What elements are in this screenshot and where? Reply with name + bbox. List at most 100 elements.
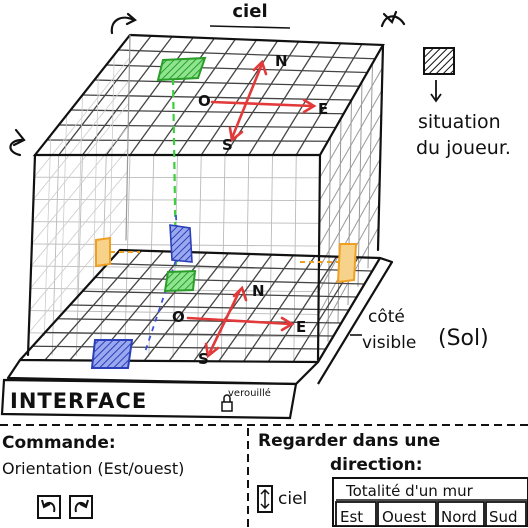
grid-line (30, 171, 128, 289)
grid-line (33, 57, 130, 178)
dir-button-ouest[interactable]: Ouest (377, 501, 437, 527)
blue-dashed-line (144, 259, 177, 353)
back-left-edge (125, 34, 131, 241)
grid-line (32, 345, 326, 350)
compass-bottom-ns-line (208, 288, 242, 354)
grid-line (60, 114, 68, 317)
back-right-edge (376, 43, 385, 252)
legend-arrow-head-icon (430, 93, 442, 103)
grid-line (82, 94, 352, 101)
blue-marker-floor-icon (90, 339, 134, 369)
compass-top-ns-line (230, 62, 264, 140)
grid-line (58, 124, 336, 129)
interface-sub: verouillé (228, 387, 271, 399)
blue-marker-wall-icon (169, 224, 193, 263)
dir-button-nord[interactable]: Nord (437, 501, 485, 527)
grid-line (82, 290, 357, 298)
grid-line (318, 158, 381, 270)
grid-line (293, 154, 297, 360)
ciel-button[interactable] (257, 485, 273, 513)
legend-joueur: du joueur. (416, 137, 511, 159)
commands-heading: Commande: (2, 433, 116, 453)
top-label-ciel: ciel (232, 1, 267, 22)
grid-line (367, 63, 373, 269)
cube-edges (26, 33, 385, 362)
grid-line (106, 64, 368, 74)
rotate-arrow-left-icon (110, 12, 137, 35)
compass-top-e: E (318, 100, 328, 118)
grid-line (43, 134, 52, 336)
player-marker-floor-icon (163, 269, 197, 293)
grid-line (94, 79, 360, 87)
grid-line (107, 263, 373, 272)
interface-title: INTERFACE (10, 389, 147, 413)
grid-line (57, 318, 342, 324)
grid-line (46, 139, 328, 142)
grid-line (196, 154, 202, 358)
grid-line (70, 109, 344, 115)
dir-button-sud[interactable]: Sud (485, 501, 527, 527)
compass-bottom-n: N (252, 282, 265, 300)
legend-situation: situation (418, 111, 501, 133)
compass-top-ew-line (210, 100, 314, 108)
compass-bottom-o: O (172, 308, 185, 326)
front-left-edge (26, 153, 37, 357)
grid-line (29, 194, 128, 311)
grid-line (318, 181, 381, 292)
grid-line (337, 118, 342, 324)
compass-top-n: N (275, 52, 288, 70)
compass-top-north-arrow (252, 59, 268, 76)
commands-orientation: Orientation (Est/ouest) (2, 459, 184, 478)
compass-bottom-ew-line (186, 316, 292, 326)
compass-top-s: S (222, 136, 233, 154)
compass-bottom-east-arrow (280, 316, 295, 332)
grid-line (319, 90, 383, 201)
floor-grid (32, 250, 373, 363)
lock-icon (221, 394, 233, 412)
orange-right-indicator-icon (300, 243, 358, 284)
rotate-arrow-right-icon (380, 10, 406, 28)
grid-line (319, 67, 383, 179)
grid-line (269, 154, 273, 360)
grid-line (69, 304, 350, 311)
compass-bottom-north-arrow (232, 285, 248, 302)
grid-line (318, 135, 382, 247)
grid-line (31, 125, 129, 245)
legend-player-swatch-icon (423, 47, 455, 75)
grid-line (28, 216, 127, 334)
grid-line (29, 310, 319, 315)
dir-button-est[interactable]: Est (335, 501, 377, 527)
floor-right-thickness (317, 256, 394, 385)
grid-line (357, 81, 363, 287)
side-label-line2: visible (362, 333, 416, 353)
ciel-label: ciel (278, 489, 307, 509)
grid-line (109, 54, 115, 260)
front-right-edge (316, 153, 322, 362)
look-heading-2: direction: (330, 455, 423, 475)
compass-bottom-s: S (198, 350, 209, 368)
grid-line (317, 226, 379, 338)
grid-line (32, 103, 129, 222)
grid-line (30, 148, 129, 267)
grid-line (44, 331, 334, 337)
grid-line (327, 136, 331, 342)
grid-line (34, 176, 320, 179)
top-face-grid (46, 35, 376, 156)
dir-ouest-label: Ouest (382, 508, 426, 526)
rotate-arrow-side-icon (9, 128, 26, 157)
grid-line (76, 94, 83, 298)
compass-bottom-e: E (296, 318, 306, 336)
top-label-underline (209, 25, 291, 29)
rotate-left-button[interactable] (37, 495, 61, 519)
up-down-arrow-icon (260, 488, 270, 510)
rotate-left-icon (43, 501, 56, 513)
grid-line (75, 154, 83, 356)
grid-line (318, 113, 382, 224)
rotate-right-icon (74, 501, 87, 513)
side-label-line1: côté (368, 307, 405, 327)
compass-bottom-south-arrow (204, 342, 220, 359)
rotate-right-button[interactable] (69, 495, 93, 519)
totality-label: Totalité d'un mur (345, 482, 474, 500)
grid-line (33, 198, 320, 202)
